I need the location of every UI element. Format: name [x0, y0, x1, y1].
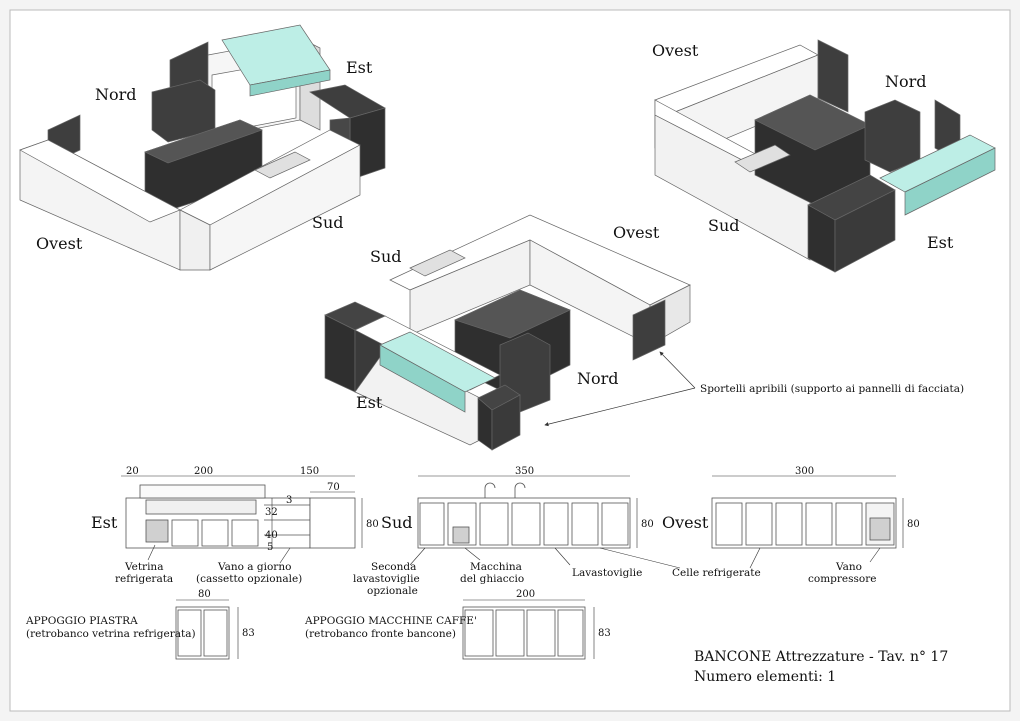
dim-caffe-83: 83 — [598, 628, 611, 639]
elev-est-label: Est — [91, 513, 118, 532]
iso-tr-ovest: Ovest — [652, 41, 699, 60]
dim-est-80: 80 — [366, 519, 379, 530]
caffe-subtitle: (retrobanco fronte bancone) — [305, 628, 456, 640]
lbl-seconda-1: Seconda — [371, 561, 416, 573]
elev-est-drawing — [125, 484, 356, 549]
elev-est-dims — [121, 475, 363, 548]
dim-caffe-200: 200 — [516, 589, 535, 600]
lbl-vano-compr-1: Vano — [835, 561, 862, 573]
elev-ovest-drawing — [711, 497, 897, 549]
iso-tr-nord: Nord — [885, 72, 927, 91]
piastra-title: APPOGGIO PIASTRA — [25, 615, 138, 627]
dim-piastra-80: 80 — [198, 589, 211, 600]
lbl-vano-2: (cassetto opzionale) — [196, 573, 302, 585]
lbl-vano-compr-2: compressore — [808, 573, 876, 585]
dim-est-200: 200 — [194, 466, 213, 477]
piastra-subtitle: (retrobanco vetrina refrigerata) — [26, 628, 196, 640]
dim-est-150: 150 — [300, 466, 319, 477]
elev-sud-drawing — [417, 482, 631, 549]
dim-est-40: 40 — [265, 530, 278, 541]
iso-tr-est: Est — [927, 233, 954, 252]
dim-sud-350: 350 — [515, 466, 534, 477]
lbl-macchina-2: del ghiaccio — [460, 573, 524, 585]
dim-est-70: 70 — [327, 482, 340, 493]
iso-c-est: Est — [356, 393, 383, 412]
iso-tr-sud: Sud — [708, 216, 740, 235]
iso-c-ovest: Ovest — [613, 223, 660, 242]
iso-c-sud: Sud — [370, 247, 402, 266]
iso-view-top-left — [19, 24, 386, 271]
iso-c-nord: Nord — [577, 369, 619, 388]
dim-sud-80: 80 — [641, 519, 654, 530]
iso-tl-ovest: Ovest — [36, 234, 83, 253]
elev-sud-dims — [409, 475, 681, 569]
lbl-seconda-3: opzionale — [367, 585, 418, 597]
dim-est-32: 32 — [265, 507, 278, 518]
dim-piastra-83: 83 — [242, 628, 255, 639]
title-line-1: BANCONE Attrezzature - Tav. n° 17 — [694, 649, 948, 665]
lbl-seconda-2: lavastoviglie — [353, 573, 420, 585]
dim-est-5: 5 — [267, 542, 273, 553]
elev-sud-label: Sud — [381, 513, 413, 532]
title-line-2: Numero elementi: 1 — [694, 669, 836, 685]
iso-view-center — [324, 214, 691, 451]
iso-tl-est: Est — [346, 58, 373, 77]
dim-ovest-300: 300 — [795, 466, 814, 477]
lbl-lavastoviglie: Lavastoviglie — [572, 567, 642, 579]
caffe-title: APPOGGIO MACCHINE CAFFE' — [304, 615, 477, 627]
lbl-celle: Celle refrigerate — [672, 567, 761, 579]
lbl-vetrina-1: Vetrina — [124, 561, 163, 573]
callout-doors: Sportelli apribili (supporto ai pannelli… — [700, 383, 964, 395]
appoggio-piastra-drawing — [175, 599, 239, 660]
dim-ovest-80: 80 — [907, 519, 920, 530]
iso-tl-sud: Sud — [312, 213, 344, 232]
dim-est-20: 20 — [126, 466, 139, 477]
appoggio-caffe-drawing — [462, 599, 595, 660]
lbl-vetrina-2: refrigerata — [115, 573, 173, 585]
lbl-vano-1: Vano a giorno — [217, 561, 291, 573]
elev-ovest-label: Ovest — [662, 513, 709, 532]
iso-tl-nord: Nord — [95, 85, 137, 104]
callout-doors-leaders — [544, 351, 696, 427]
elev-ovest-dims — [712, 475, 904, 569]
dim-est-3: 3 — [286, 495, 292, 506]
iso-view-top-right — [654, 39, 996, 273]
lbl-macchina-1: Macchina — [470, 561, 522, 573]
